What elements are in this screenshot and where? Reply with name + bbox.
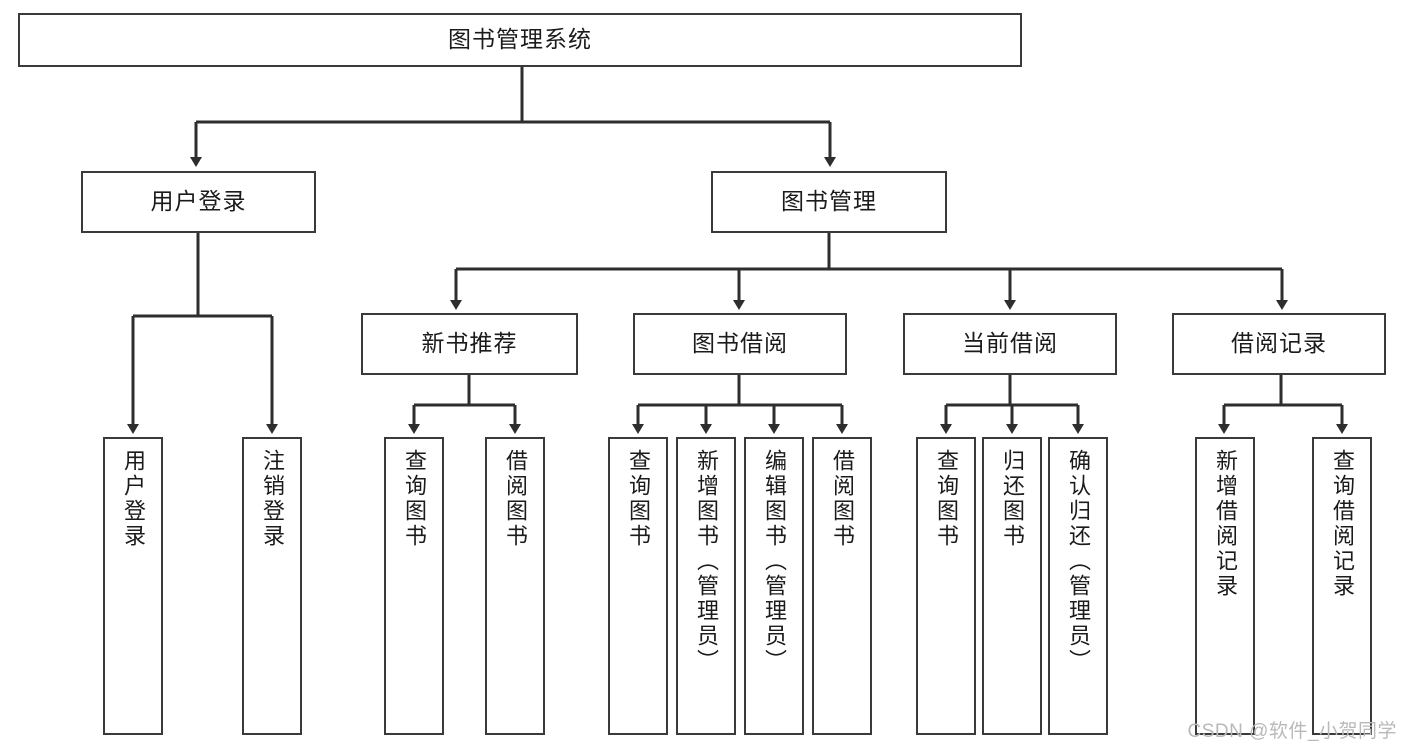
node-leaf-borrow-book-1-label: 借阅图书 — [503, 449, 528, 549]
csdn-watermark: CSDN @软件_小贺同学 — [1187, 721, 1397, 742]
node-new-book-rec[interactable]: 新书推荐 — [361, 313, 578, 375]
node-book-borrow[interactable]: 图书借阅 — [633, 313, 847, 375]
node-root-label: 图书管理系统 — [448, 26, 592, 53]
node-book-manage[interactable]: 图书管理 — [711, 171, 947, 233]
node-new-book-rec-label: 新书推荐 — [421, 330, 518, 357]
node-leaf-add-record[interactable]: 新增借阅记录 — [1195, 437, 1255, 735]
node-leaf-user-login[interactable]: 用户登录 — [103, 437, 163, 735]
node-user-login-label: 用户登录 — [150, 188, 247, 215]
node-leaf-user-login-label: 用户登录 — [121, 449, 146, 549]
node-leaf-borrow-book-2-label: 借阅图书 — [830, 449, 855, 549]
node-leaf-add-record-label: 新增借阅记录 — [1213, 449, 1238, 599]
node-book-manage-label: 图书管理 — [781, 188, 877, 215]
node-leaf-query-record-label: 查询借阅记录 — [1330, 449, 1355, 599]
node-leaf-query-book-1[interactable]: 查询图书 — [384, 437, 444, 735]
node-leaf-query-record[interactable]: 查询借阅记录 — [1312, 437, 1372, 735]
node-leaf-edit-book[interactable]: 编辑图书（管理员） — [744, 437, 804, 735]
node-leaf-return-book-label: 归还图书 — [1000, 449, 1025, 549]
node-borrow-record[interactable]: 借阅记录 — [1172, 313, 1386, 375]
node-leaf-query-book-2[interactable]: 查询图书 — [608, 437, 668, 735]
node-root[interactable]: 图书管理系统 — [18, 13, 1022, 67]
node-leaf-query-book-2-label: 查询图书 — [626, 449, 651, 549]
node-book-borrow-label: 图书借阅 — [692, 330, 788, 357]
node-leaf-edit-book-label: 编辑图书（管理员） — [762, 449, 787, 674]
node-borrow-record-label: 借阅记录 — [1231, 330, 1327, 357]
node-leaf-add-book-label: 新增图书（管理员） — [694, 449, 719, 674]
node-leaf-add-book[interactable]: 新增图书（管理员） — [676, 437, 736, 735]
node-leaf-borrow-book-2[interactable]: 借阅图书 — [812, 437, 872, 735]
node-leaf-query-book-1-label: 查询图书 — [402, 449, 427, 549]
node-leaf-confirm-return-label: 确认归还（管理员） — [1066, 449, 1091, 674]
node-leaf-confirm-return[interactable]: 确认归还（管理员） — [1048, 437, 1108, 735]
node-leaf-borrow-book-1[interactable]: 借阅图书 — [485, 437, 545, 735]
node-leaf-query-book-3-label: 查询图书 — [934, 449, 959, 549]
node-current-borrow[interactable]: 当前借阅 — [903, 313, 1117, 375]
node-leaf-logout[interactable]: 注销登录 — [242, 437, 302, 735]
node-leaf-query-book-3[interactable]: 查询图书 — [916, 437, 976, 735]
node-leaf-return-book[interactable]: 归还图书 — [982, 437, 1042, 735]
node-current-borrow-label: 当前借阅 — [962, 330, 1058, 357]
node-user-login[interactable]: 用户登录 — [81, 171, 316, 233]
node-leaf-logout-label: 注销登录 — [260, 449, 285, 549]
